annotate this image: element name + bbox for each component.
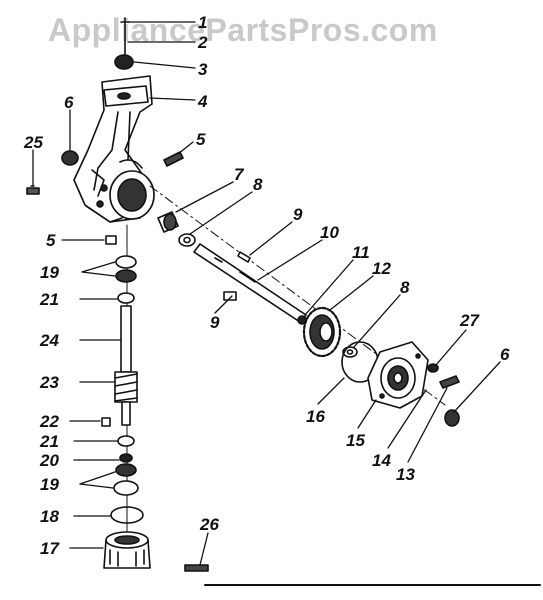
watermark-text: AppliancePartsPros.com [48, 12, 438, 48]
gear-part-12 [302, 306, 342, 358]
label-part-8-upper: 8 [253, 175, 263, 194]
bearing-part-19-lower [113, 463, 139, 496]
seal-part-7 [157, 211, 179, 233]
label-part-23: 23 [39, 373, 59, 392]
ring-part-21-lower [117, 435, 135, 447]
top-stud [120, 17, 130, 56]
label-part-9-upper: 9 [293, 205, 303, 224]
worm-part-23 [114, 371, 138, 426]
base-part-17 [103, 531, 151, 569]
cap-part-6-right [444, 409, 460, 427]
cap-part-6-left [61, 150, 79, 166]
label-part-4: 4 [197, 92, 208, 111]
screw-part-5-upper [163, 151, 184, 167]
label-part-15: 15 [346, 431, 365, 450]
leader-lines [32, 21, 501, 566]
pin-part-5-lower [105, 235, 117, 245]
label-part-5-lower: 5 [46, 231, 56, 250]
label-part-18: 18 [40, 507, 59, 526]
bolt-part-13 [439, 375, 460, 389]
cover-part-15 [367, 341, 429, 409]
oring-part-18 [110, 506, 144, 524]
label-part-12: 12 [372, 259, 391, 278]
label-part-1: 1 [198, 13, 207, 32]
label-part-5-upper: 5 [196, 130, 206, 149]
shaft-part-10 [193, 243, 307, 323]
label-part-21-lower: 21 [39, 432, 59, 451]
pin-part-22 [101, 417, 111, 427]
label-part-17: 17 [40, 539, 60, 558]
key-part-9-lower [223, 291, 237, 301]
label-part-8-lower: 8 [400, 278, 410, 297]
label-part-25: 25 [23, 133, 43, 152]
shaft-part-24 [120, 305, 132, 373]
label-part-24: 24 [39, 331, 59, 350]
label-part-2: 2 [197, 33, 208, 52]
housing-part-4 [73, 75, 155, 223]
key-part-9-upper [237, 251, 251, 263]
bearing-part-19-upper [115, 255, 137, 283]
label-part-27: 27 [459, 311, 480, 330]
screw-part-26 [184, 564, 209, 572]
ring-part-21-upper [117, 292, 135, 304]
label-part-26: 26 [199, 515, 219, 534]
label-part-13: 13 [396, 465, 415, 484]
label-part-9-lower: 9 [210, 313, 220, 332]
label-part-19-lower: 19 [40, 475, 59, 494]
label-part-21-upper: 21 [39, 290, 59, 309]
washer-part-8-upper [178, 233, 196, 247]
part-labels: 1 2 3 4 5 6 25 7 8 9 10 11 12 8 27 6 5 1… [23, 13, 510, 558]
nut-part-3 [114, 54, 134, 70]
label-part-6-left: 6 [64, 93, 74, 112]
label-part-7: 7 [234, 165, 245, 184]
label-part-19-upper: 19 [40, 263, 59, 282]
label-part-16: 16 [306, 407, 325, 426]
label-part-6-right: 6 [500, 345, 510, 364]
label-part-22: 22 [39, 412, 59, 431]
label-part-20: 20 [39, 451, 59, 470]
label-part-10: 10 [320, 223, 339, 242]
label-part-14: 14 [372, 451, 391, 470]
label-part-11: 11 [352, 243, 370, 262]
label-part-3: 3 [198, 60, 208, 79]
ring-part-20 [119, 453, 133, 463]
pin-part-25 [26, 185, 40, 195]
washer-part-27 [427, 363, 439, 373]
